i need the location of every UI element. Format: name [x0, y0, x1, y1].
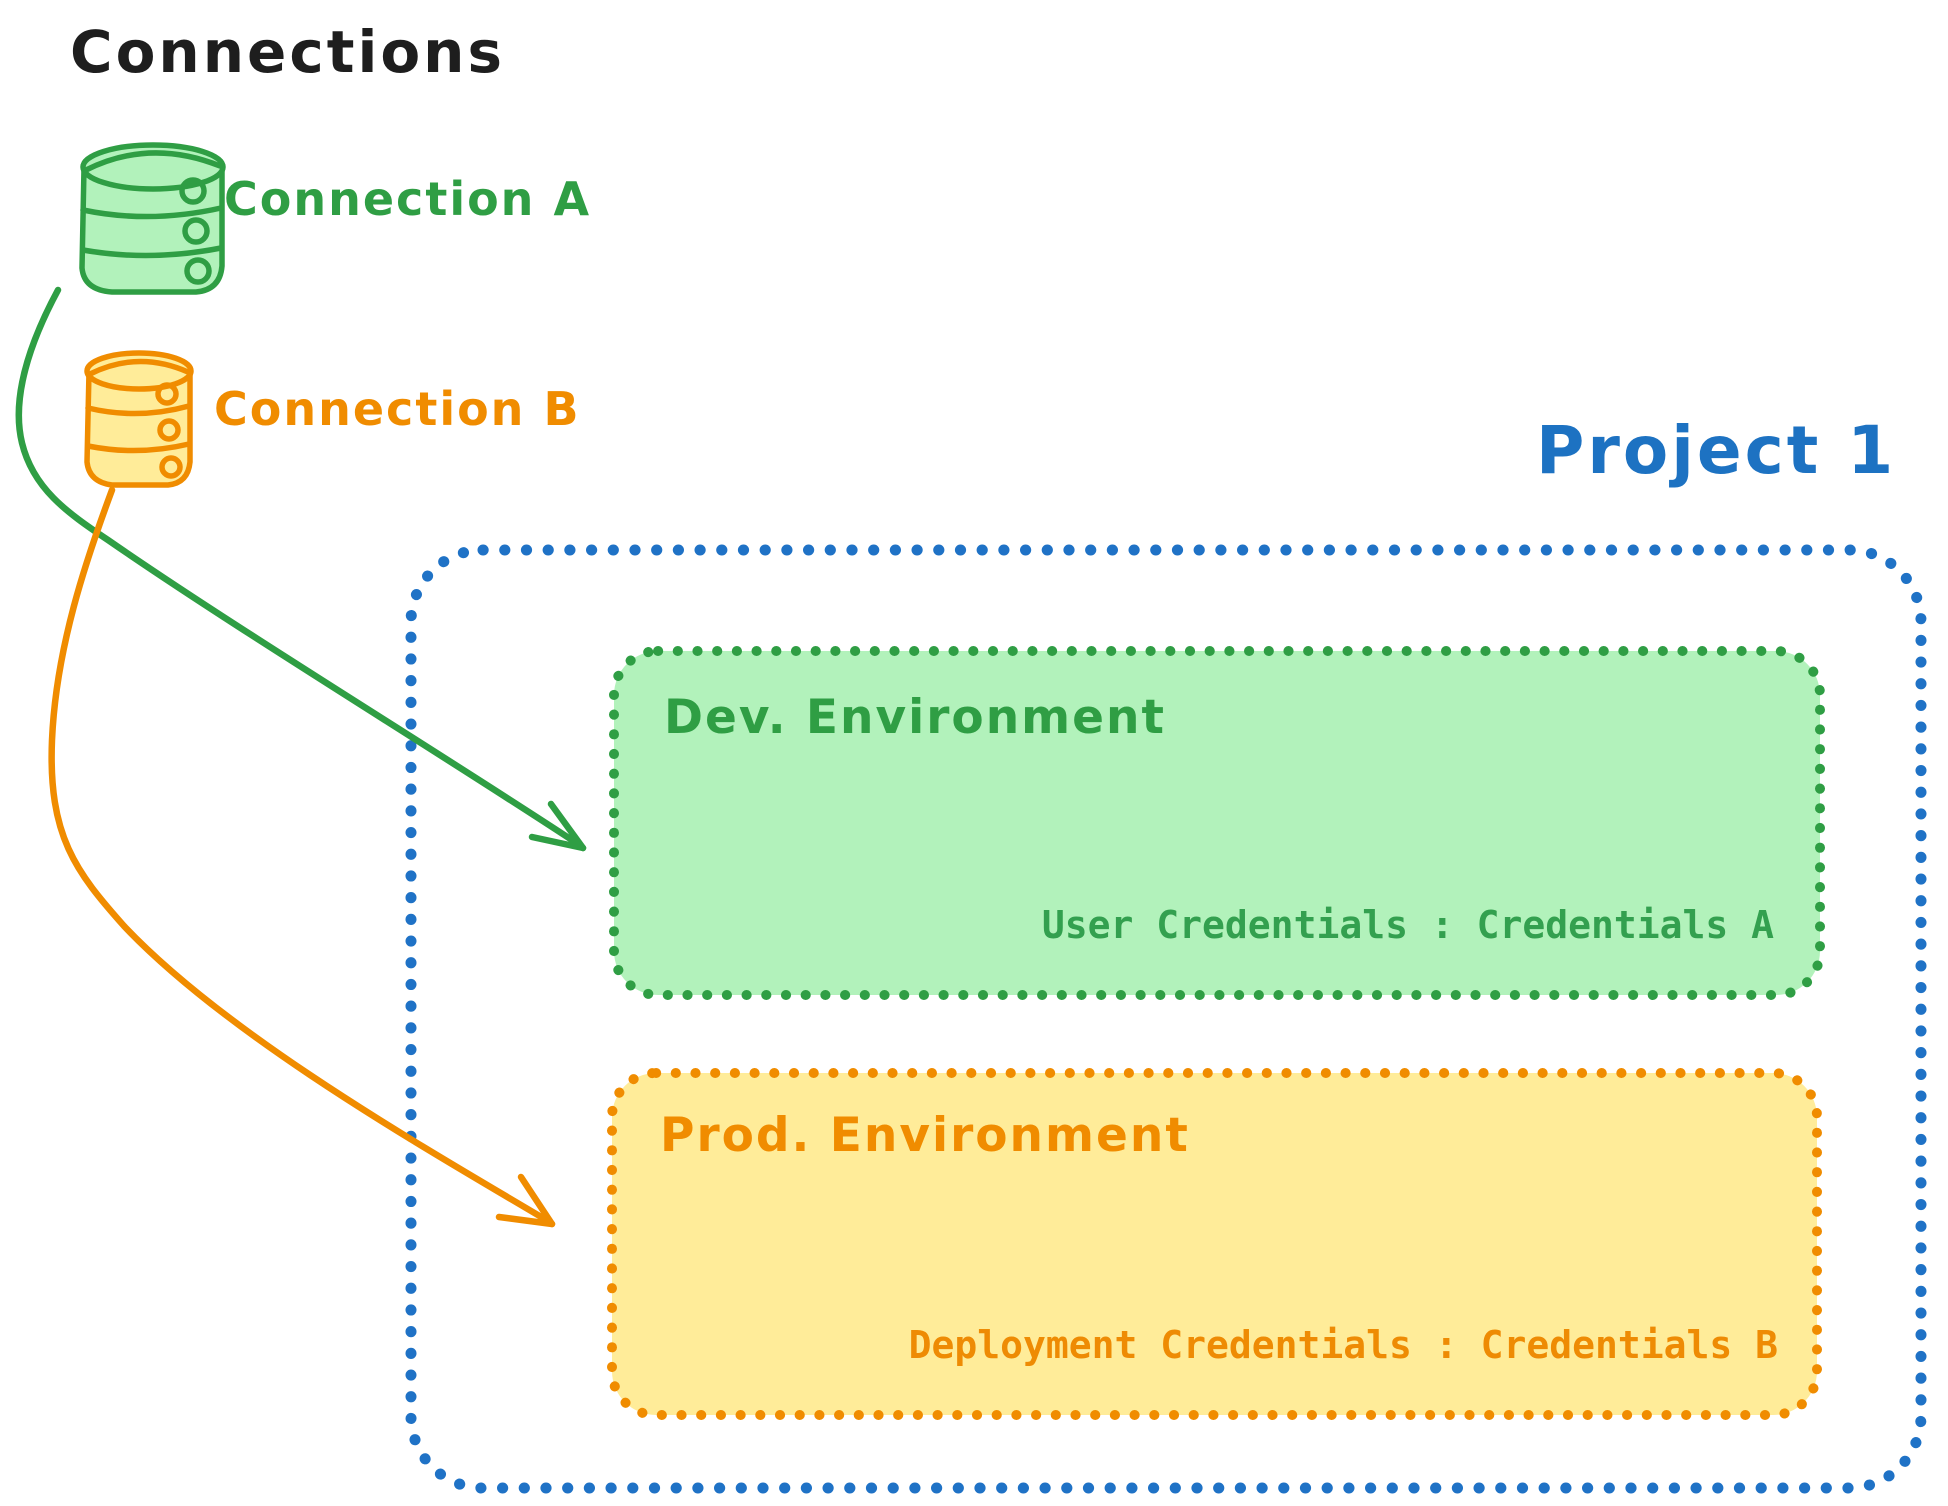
dev-environment-title: Dev. Environment	[664, 690, 1166, 745]
connection-b-label: Connection B	[214, 382, 581, 436]
project-title: Project 1	[1536, 412, 1897, 489]
connection-b-arrow	[48, 486, 556, 1228]
diagram-title: Connections	[70, 18, 505, 86]
connection-a-database-icon	[79, 142, 226, 295]
connection-b-database-icon	[84, 350, 194, 488]
prod-environment-credentials: Deployment Credentials : Credentials B	[908, 1323, 1778, 1367]
connection-a-label: Connection A	[224, 172, 592, 226]
dev-environment-box	[609, 646, 1825, 1000]
dev-environment-credentials: User Credentials : Credentials A	[1041, 903, 1774, 947]
connection-a-arrow	[15, 286, 587, 852]
prod-environment-box	[607, 1068, 1822, 1420]
prod-environment-title: Prod. Environment	[660, 1108, 1190, 1163]
